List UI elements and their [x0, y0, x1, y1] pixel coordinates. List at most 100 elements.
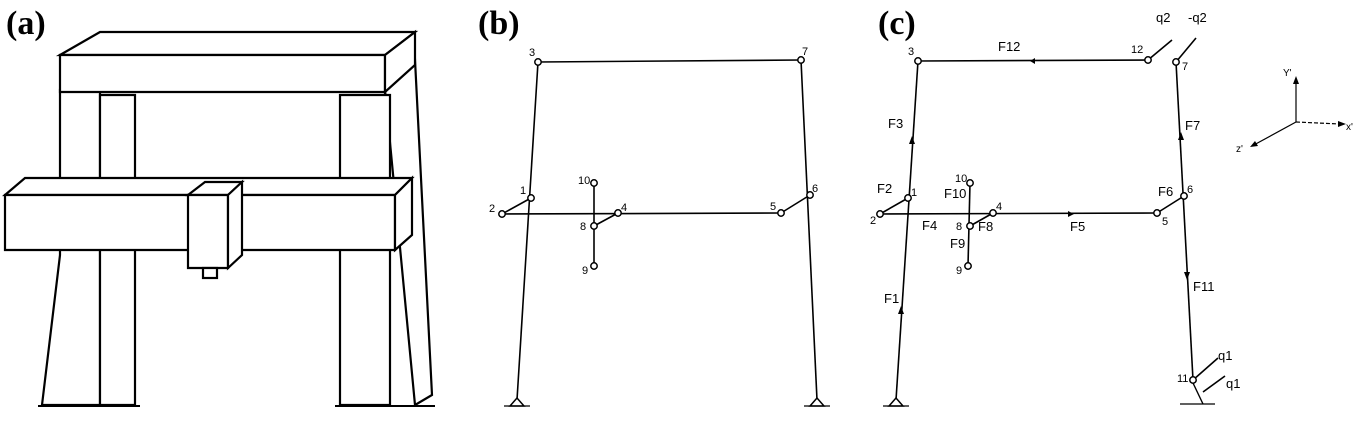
node-6-c: [1180, 192, 1188, 200]
panel-c-label: (c): [878, 5, 916, 42]
link-8-4-c: [969, 212, 994, 227]
node-5-c: [1153, 209, 1161, 217]
axis-x: [1295, 121, 1341, 125]
label-node-1: 1: [520, 185, 526, 197]
node-8: [590, 222, 598, 230]
label-node-5: 5: [770, 201, 776, 213]
label-F12: F12: [998, 39, 1020, 54]
label-node-6-c: 6: [1187, 184, 1193, 196]
node-9: [590, 262, 598, 270]
label-node-1-c: 1: [911, 187, 917, 199]
probe-tip: [201, 266, 219, 280]
carriage-front: [186, 193, 230, 270]
label-node-10: 10: [578, 175, 590, 187]
node-9-c: [964, 262, 972, 270]
label-q1-bottom: q1: [1226, 376, 1240, 391]
member-3-7: [537, 59, 802, 63]
panel-a-label: (a): [6, 5, 46, 42]
member-2-5: [501, 212, 782, 215]
panel-c: (c) 3 12 7 1 2 10 4 8 9: [870, 5, 1353, 407]
bridge-side: [383, 29, 417, 95]
node-8-c: [966, 222, 974, 230]
label-node-7-c: 7: [1182, 61, 1188, 73]
node-3-c: [914, 57, 922, 65]
arrow-F12: [1030, 58, 1035, 64]
label-F10: F10: [944, 186, 966, 201]
arrow-F11: [1184, 272, 1190, 280]
link-5-6-c: [1156, 195, 1185, 214]
label-F11: F11: [1193, 279, 1214, 294]
member-2-5-c: [879, 212, 1158, 215]
link-12-q2: [1147, 39, 1173, 61]
label-q2: q2: [1156, 10, 1170, 25]
ground-support-right-c: [1180, 382, 1215, 405]
ground-support-right: [804, 396, 830, 407]
label-F6: F6: [1158, 184, 1173, 199]
link-7-neg-q2: [1175, 37, 1197, 63]
label-F9: F9: [950, 236, 965, 251]
link-5-6: [780, 194, 811, 214]
node-12-c: [1144, 56, 1152, 64]
ground-support-left: [504, 396, 530, 407]
link-2-1: [501, 197, 532, 215]
label-node-9-c: 9: [956, 265, 962, 277]
arrow-F1: [898, 306, 904, 314]
label-F8: F8: [978, 219, 993, 234]
label-node-9: 9: [582, 265, 588, 277]
link-11-q1: [1192, 357, 1219, 381]
panel-a: (a): [2, 5, 435, 407]
ground-support-left-c: [883, 396, 909, 407]
node-10-c: [966, 179, 974, 187]
label-node-7: 7: [802, 46, 808, 58]
arrow-F5: [1068, 211, 1074, 217]
label-node-12-c: 12: [1131, 44, 1143, 56]
cross-beam-side: [393, 175, 414, 253]
node-10: [590, 179, 598, 187]
label-node-3-c: 3: [908, 46, 914, 58]
node-7-c: [1172, 58, 1180, 66]
link-8-4: [593, 212, 619, 227]
node-11-c: [1189, 376, 1197, 384]
node-4-c: [989, 209, 997, 217]
node-3: [534, 58, 542, 66]
bridge-front: [58, 53, 387, 94]
label-F4: F4: [922, 218, 937, 233]
label-node-2: 2: [489, 203, 495, 215]
label-node-8: 8: [580, 221, 586, 233]
node-1-c: [904, 194, 912, 202]
axis-x-label: x': [1346, 122, 1353, 133]
label-node-8-c: 8: [956, 221, 962, 233]
axis-z-label: z': [1236, 144, 1243, 155]
node-1: [527, 194, 535, 202]
label-node-4-c: 4: [996, 201, 1002, 213]
node-7: [797, 56, 805, 64]
label-node-3: 3: [529, 47, 535, 59]
node-4: [614, 209, 622, 217]
link-2-1-c: [879, 197, 909, 215]
member-3-base-c: [895, 60, 919, 401]
node-5: [777, 209, 785, 217]
node-2: [498, 210, 506, 218]
axis-z-arrow: [1250, 141, 1258, 147]
arrow-F3: [909, 136, 915, 144]
member-7-base: [800, 59, 818, 401]
label-q1-top: q1: [1218, 348, 1232, 363]
label-node-4: 4: [621, 202, 627, 214]
coordinate-axes: Y' x' z': [1236, 68, 1353, 155]
axis-x-arrow: [1338, 121, 1346, 127]
node-6: [806, 191, 814, 199]
axis-y-arrow: [1293, 76, 1299, 84]
panel-b: (b) 3 7 1 2 10 4 8 9 5 6: [478, 5, 830, 407]
member-3-base: [516, 61, 539, 401]
label-F2: F2: [877, 181, 892, 196]
member-7-11: [1175, 61, 1194, 381]
label-node-10-c: 10: [955, 173, 967, 185]
label-node-5-c: 5: [1162, 216, 1168, 228]
label-F3: F3: [888, 116, 903, 131]
axis-z: [1251, 121, 1297, 147]
label-node-2-c: 2: [870, 215, 876, 227]
bridge-top: [55, 30, 419, 57]
label-F5: F5: [1070, 219, 1085, 234]
